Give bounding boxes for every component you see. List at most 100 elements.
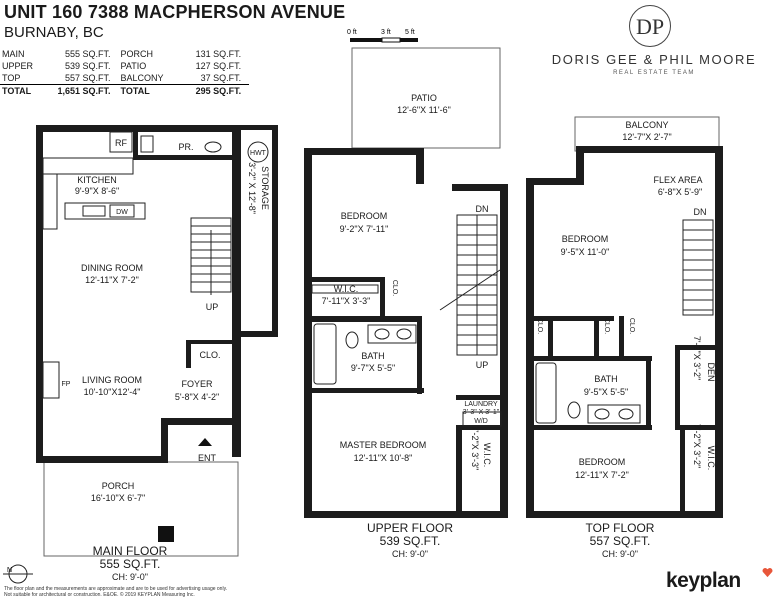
main-hwt-label: HWT — [250, 150, 267, 157]
upper-wall — [456, 425, 462, 515]
top-wic-label: W.I.C. — [706, 446, 716, 471]
master-bedroom-label: MASTER BEDROOM — [340, 440, 427, 450]
top-floor-caption: TOP FLOOR 557 SQ.FT. CH: 9'-0" — [560, 522, 680, 561]
ent-label: ENT — [198, 453, 217, 463]
disclaimer-line-2: Not suitable for architectural or constr… — [4, 592, 195, 598]
top-wall — [675, 425, 717, 430]
disclaimer: The floor plan and the measurements are … — [4, 586, 254, 598]
toilet-icon — [204, 141, 222, 153]
main-wall — [161, 418, 241, 425]
entry-arrow-icon — [198, 438, 212, 446]
compass-icon: N — [3, 564, 33, 584]
kitchen-island — [64, 202, 146, 220]
upper-floor-name: UPPER FLOOR — [366, 521, 453, 535]
area-name: MAIN — [2, 49, 25, 59]
living-dim: 10'-10"X12'-4" — [84, 387, 141, 397]
area-value: 1,651 SQ.FT. — [35, 84, 119, 97]
top-floor-area: 557 SQ.FT. — [589, 534, 651, 548]
upper-floor-caption: UPPER FLOOR 539 SQ.FT. CH: 9'-0" — [350, 522, 470, 561]
balcony-dim: 12'-7"X 2'-7" — [622, 132, 671, 142]
top-wall — [619, 316, 624, 356]
heart-icon — [762, 567, 773, 578]
upper-floor-plan: PATIO 12'-6"X 11'-6" BEDROOM 9'-2"X 7'-1… — [304, 47, 508, 518]
main-floor-caption: MAIN FLOOR 555 SQ.FT. CH: 9'-0" — [70, 545, 190, 584]
main-wall — [161, 418, 168, 463]
main-wall — [36, 125, 241, 132]
top-bath-dim: 9'-5"X 5'-5" — [584, 387, 628, 397]
brand-team: REAL ESTATE TEAM — [613, 70, 695, 76]
upper-wall — [304, 148, 424, 155]
upper-wall — [304, 511, 508, 518]
storage-label: STORAGE — [260, 166, 270, 210]
upper-wic-dim: 7'-11"X 3'-3" — [322, 296, 371, 306]
main-wall — [186, 340, 233, 344]
main-floor-area: 555 SQ.FT. — [99, 557, 161, 571]
area-row: MAIN 555 SQ.FT. PORCH 131 SQ.FT. — [0, 48, 249, 60]
area-name: TOTAL — [0, 84, 36, 97]
area-name: TOP — [2, 73, 21, 83]
top-wall — [526, 178, 534, 518]
bathtub-icon — [535, 362, 557, 424]
compass-label: N — [7, 567, 12, 574]
top-wall — [576, 146, 723, 153]
scale-label-0: 0 ft — [347, 29, 357, 36]
upper-wic-label: W.I.C. — [334, 284, 359, 294]
area-value: 295 SQ.FT. — [165, 84, 250, 97]
flex-area-label: FLEX AREA — [653, 175, 702, 185]
top-bedroom2-label: BEDROOM — [579, 457, 626, 467]
main-wall — [36, 456, 168, 463]
upper-wall — [304, 148, 312, 518]
main-pr-label: PR. — [178, 142, 193, 152]
porch-post — [158, 526, 174, 542]
laundry-label: LAUNDRY — [464, 401, 498, 408]
toilet-icon — [567, 401, 581, 419]
top-bedroom2-dim: 12'-11"X 7'-2" — [575, 470, 629, 480]
upper-wall — [312, 277, 384, 282]
dishwasher — [109, 204, 135, 218]
kitchen-label: KITCHEN — [77, 175, 117, 185]
listing-city: BURNABY, BC — [4, 24, 104, 41]
kitchen-sink-icon — [82, 205, 106, 217]
den-label: DEN — [706, 362, 716, 381]
porch-outline — [43, 461, 239, 557]
wd-label: W/D — [474, 418, 488, 425]
area-row: UPPER 539 SQ.FT. PATIO 127 SQ.FT. — [0, 60, 249, 72]
dining-label: DINING ROOM — [81, 263, 143, 273]
top-stairs — [682, 219, 714, 316]
top-bedroom-dim: 9'-5"X 11'-0" — [561, 247, 610, 257]
upper-wall — [456, 425, 504, 430]
main-wall — [272, 125, 278, 337]
sink-icon — [396, 328, 412, 340]
flex-area-dim: 6'-8"X 5'-9" — [658, 187, 702, 197]
top-wall — [526, 178, 584, 185]
listing-title: UNIT 160 7388 MACPHERSON AVENUE — [4, 2, 346, 22]
porch-dim: 16'-10"X 6'-7" — [91, 493, 145, 503]
foyer-label: FOYER — [181, 379, 213, 389]
scale-bar: 0 ft 3 ft 5 ft — [347, 29, 418, 43]
disclaimer-line-1: The floor plan and the measurements are … — [4, 586, 228, 592]
area-total-row: TOTAL 1,651 SQ.FT. TOTAL 295 SQ.FT. — [0, 84, 250, 97]
main-rf-label: RF — [115, 138, 127, 148]
storage-dim: 3'-2" X 12'-8" — [247, 162, 257, 214]
patio-dim: 12'-6"X 11'-6" — [397, 105, 451, 115]
top-floor-ceiling: CH: 9'-0" — [602, 549, 638, 559]
area-name: BALCONY — [120, 73, 164, 83]
den-dim: 7'-2"X 3'-2" — [692, 336, 702, 380]
upper-wall — [456, 395, 504, 400]
area-summary-table: MAIN 555 SQ.FT. PORCH 131 SQ.FT. UPPER 5… — [0, 48, 250, 97]
area-value: 557 SQ.FT. — [65, 73, 111, 83]
fp-label: FP — [62, 381, 71, 388]
upper-wall — [500, 184, 508, 518]
top-wall — [534, 425, 652, 430]
upper-floor-ceiling: CH: 9'-0" — [392, 549, 428, 559]
top-bath-label: BATH — [594, 374, 617, 384]
top-wall — [534, 356, 652, 361]
upper-bedroom-label: BEDROOM — [341, 211, 388, 221]
top-floor-name: TOP FLOOR — [585, 521, 655, 535]
upper-wall — [312, 388, 424, 393]
area-value: 37 SQ.FT. — [200, 73, 242, 83]
upper-up-label: UP — [476, 360, 489, 370]
living-label: LIVING ROOM — [82, 375, 142, 385]
sink-icon — [594, 408, 610, 420]
